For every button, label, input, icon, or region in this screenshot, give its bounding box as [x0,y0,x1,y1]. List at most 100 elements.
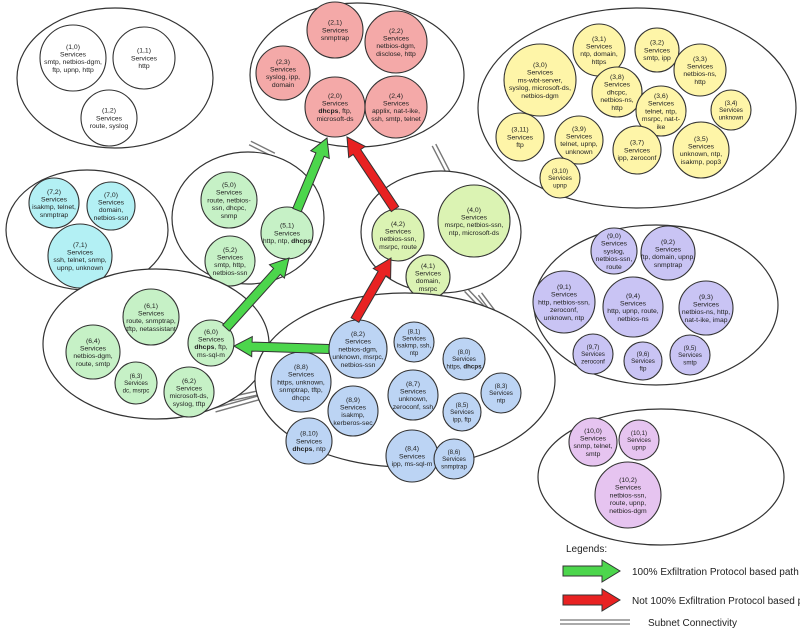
host-node [112,26,176,90]
host-id: (9,6) [637,351,650,358]
host-services-label: Services [452,356,476,363]
host-node [28,177,80,229]
host-services: netbios-ssn, [610,492,647,499]
legend-title: Legends: [566,544,607,555]
host-id: (4,0) [467,207,481,214]
host-id: (6,3) [130,373,143,380]
host-services: snmptrap [40,212,69,219]
host-services-label: Services [296,438,323,445]
legend-red-arrow [562,588,621,612]
path-arrow-red-3 [350,257,392,323]
host-id: (3,8) [610,74,624,81]
host-node [442,392,482,432]
host-services-label: Services [566,134,593,141]
host-id: (3,6) [654,93,668,100]
host-services-label: Services [67,250,94,257]
host-node [554,115,604,165]
host-services-label: Services [551,292,578,299]
host-services: isakmp, pop3 [681,159,722,166]
host-services: netbios-dgm [609,508,647,515]
host-services-label: Services [507,134,534,141]
host-services-label: Services [631,358,655,365]
host-id: (3,10) [552,168,568,175]
host-services-label: Services [693,302,720,309]
legend: Legends: 100% Exfiltration Protocol base… [560,544,800,629]
host-node [163,366,215,418]
host-services: ms-sql-m [197,352,225,359]
host-services-label: Services [98,200,125,207]
host-services: netbios-ssn, [596,256,633,263]
host-node [640,225,696,281]
host-services: ntp [410,350,419,357]
host-id: (6,4) [86,338,100,345]
host-id: (3,5) [694,136,708,143]
host-services-label: Services [644,47,671,54]
host-services: https, unknown, [277,379,325,386]
legend-line-label: Subnet Connectivity [648,618,737,629]
host-services: applix, nat-t-ike, [372,108,420,115]
host-services-label: Services [601,241,628,248]
host-node [572,333,614,375]
host-id: (10,2) [619,477,637,484]
host-services: smtp, ipp [643,55,671,62]
host-services-label: Services [176,386,203,393]
host-services: syslog, [603,248,624,255]
host-id: (8,4) [405,446,419,453]
host-id: (1,0) [66,44,80,51]
host-id: (6,0) [204,329,218,336]
host-node [503,43,577,117]
host-node [602,276,664,338]
host-id: (5,2) [223,247,237,254]
host-services: msrpc, nat-t- [642,116,680,123]
host-services: netbios-dgm, [338,346,377,353]
host-services: http [138,63,150,70]
host-id: (4,1) [421,263,435,270]
path-arrow-red-4 [346,136,400,213]
host-services-label: Services [655,247,682,254]
host-id: (2,2) [389,28,403,35]
host-services: snmp, telnet, [574,443,613,450]
host-services: dc, msrpc [123,387,150,394]
subnet-2: (2,1)Servicessnmptrap(2,2)Servicesnetbio… [249,1,465,148]
host-services: telnet, ntp, [645,108,677,115]
host-id: (9,2) [661,239,675,246]
host-services: route, smtp [76,361,110,368]
host-services-label: Services [415,271,442,278]
host-id: (8,1) [408,329,421,336]
host-node [364,10,428,74]
host-services: unknown, msrpc, [332,354,383,361]
host-id: (2,0) [328,93,342,100]
host-services: ftp, upnp, http [52,67,94,74]
host-services: ms-wbt-server, [518,77,563,84]
host-node [285,417,333,465]
host-services-label: Services [489,390,513,397]
host-services: dhcps, ftp, [194,344,227,351]
host-node [635,85,687,137]
host-services: route, snmptrap, [126,318,176,325]
host-services: upnp, unknown [57,265,103,272]
host-node [480,372,522,414]
host-services: https, dhcps [446,363,482,370]
host-id: (3,1) [592,36,606,43]
host-services: zeroconf, [550,307,578,314]
